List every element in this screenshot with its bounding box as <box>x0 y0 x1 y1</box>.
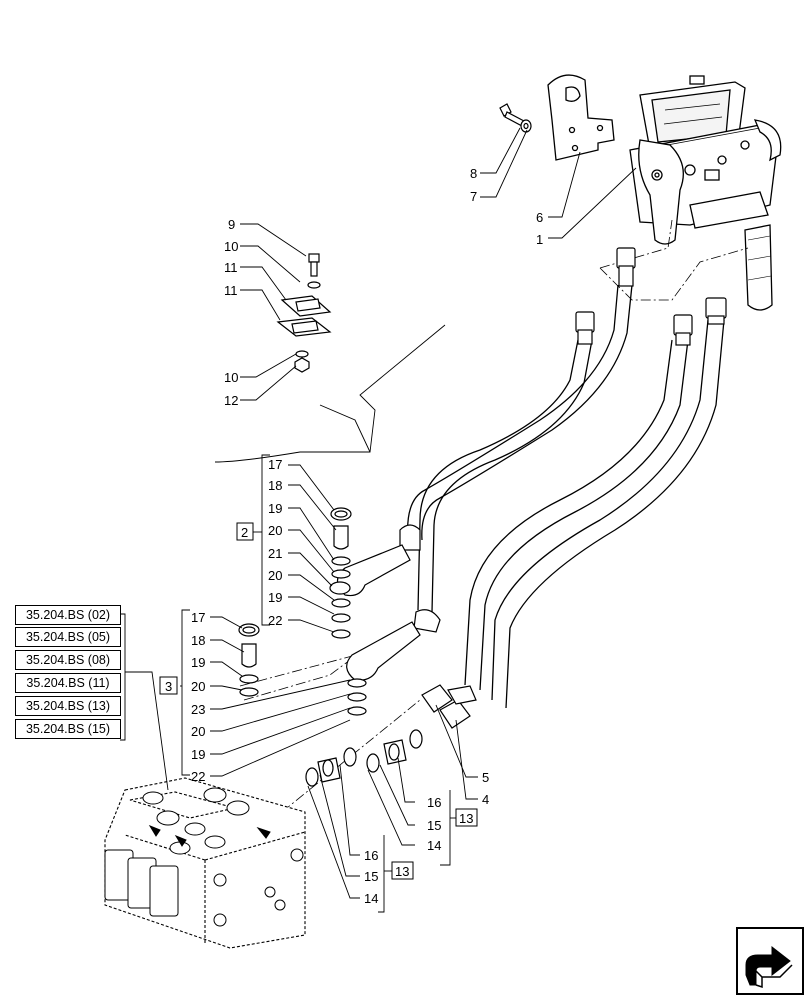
callout-12[interactable]: 12 <box>224 393 238 408</box>
reference-link[interactable]: 35.204.BS (15) <box>15 719 121 739</box>
valve-section-details <box>104 787 304 927</box>
callout-20[interactable]: 20 <box>268 523 282 538</box>
bolt-part-8 <box>499 103 532 133</box>
callout-8[interactable]: 8 <box>470 166 477 181</box>
svg-text:2: 2 <box>241 525 248 540</box>
callout-labels: 1 6 8 7 9 10 11 11 10 12 17 18 19 20 21 … <box>191 166 543 906</box>
callout-15[interactable]: 15 <box>364 869 378 884</box>
callout-1[interactable]: 1 <box>536 232 543 247</box>
callout-19[interactable]: 19 <box>268 501 282 516</box>
callout-18[interactable]: 18 <box>191 633 205 648</box>
fitting-stack-2 <box>329 507 352 639</box>
svg-text:13: 13 <box>395 864 409 879</box>
clip-assembly-9-12 <box>276 253 332 373</box>
next-page-arrow-icon[interactable] <box>736 927 804 995</box>
callout-4[interactable]: 4 <box>482 792 489 807</box>
callout-17[interactable]: 17 <box>268 457 282 472</box>
callout-10[interactable]: 10 <box>224 239 238 254</box>
callout-19[interactable]: 19 <box>191 747 205 762</box>
callout-20[interactable]: 20 <box>268 568 282 583</box>
callout-19[interactable]: 19 <box>268 590 282 605</box>
group-label-13[interactable]: 13 <box>391 861 414 880</box>
callout-14[interactable]: 14 <box>427 838 441 853</box>
adapter-set-right <box>366 729 423 773</box>
coupler-block-part-1 <box>629 75 782 311</box>
callout-11[interactable]: 11 <box>224 260 238 275</box>
group-label-13[interactable]: 13 <box>455 808 478 827</box>
callout-19[interactable]: 19 <box>191 655 205 670</box>
group-label-3[interactable]: 3 <box>159 676 178 695</box>
callout-22[interactable]: 22 <box>268 613 282 628</box>
callout-9[interactable]: 9 <box>228 217 235 232</box>
callout-14[interactable]: 14 <box>364 891 378 906</box>
reference-link[interactable]: 35.204.BS (13) <box>15 696 121 716</box>
callout-6[interactable]: 6 <box>536 210 543 225</box>
callout-20[interactable]: 20 <box>191 724 205 739</box>
callout-16[interactable]: 16 <box>364 848 378 863</box>
reference-link[interactable]: 35.204.BS (08) <box>15 650 121 670</box>
fitting-stack-3 <box>238 623 367 716</box>
hydraulic-hoses <box>406 284 725 709</box>
callout-10[interactable]: 10 <box>224 370 238 385</box>
adapter-set-left <box>305 747 357 787</box>
callout-7[interactable]: 7 <box>470 189 477 204</box>
callout-17[interactable]: 17 <box>191 610 205 625</box>
callout-16[interactable]: 16 <box>427 795 441 810</box>
callout-18[interactable]: 18 <box>268 478 282 493</box>
callout-5[interactable]: 5 <box>482 770 489 785</box>
callout-23[interactable]: 23 <box>191 702 205 717</box>
reference-link[interactable]: 35.204.BS (11) <box>15 673 121 693</box>
callout-22[interactable]: 22 <box>191 769 205 784</box>
svg-text:13: 13 <box>459 811 473 826</box>
callout-15[interactable]: 15 <box>427 818 441 833</box>
svg-text:3: 3 <box>165 679 172 694</box>
callout-20[interactable]: 20 <box>191 679 205 694</box>
leader-lines <box>120 127 637 913</box>
reference-link[interactable]: 35.204.BS (05) <box>15 627 121 647</box>
callout-11[interactable]: 11 <box>224 283 238 298</box>
bracket-part-6 <box>547 74 615 161</box>
callout-21[interactable]: 21 <box>268 546 282 561</box>
reference-link[interactable]: 35.204.BS (02) <box>15 605 121 625</box>
group-label-2[interactable]: 2 <box>236 522 254 541</box>
